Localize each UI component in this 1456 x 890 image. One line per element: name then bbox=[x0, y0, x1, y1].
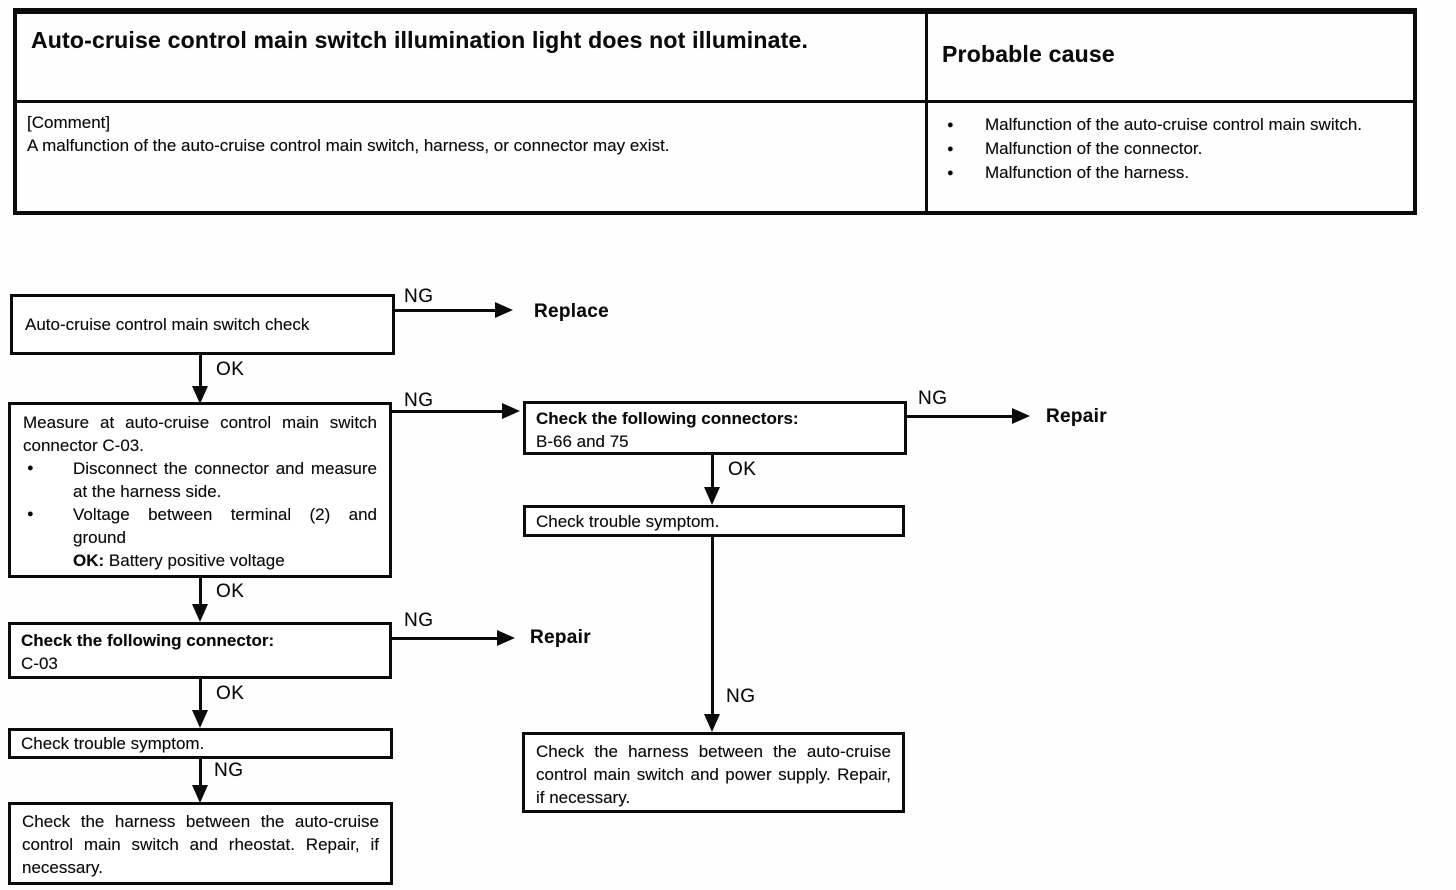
flow-box-check-trouble-right: Check trouble symptom. bbox=[523, 505, 905, 537]
flow-box-title: Check the following connector: bbox=[21, 631, 275, 650]
down-arrowhead-icon bbox=[704, 714, 720, 732]
flow-box-harness-power: Check the harness between the auto-cruis… bbox=[522, 732, 905, 813]
bullet-icon: ● bbox=[947, 119, 954, 131]
probable-cause-header: Probable cause bbox=[942, 41, 1115, 67]
down-arrowhead-icon bbox=[192, 386, 208, 404]
bullet-icon: ● bbox=[27, 508, 34, 520]
flow-box-text: Check the harness between the auto-cruis… bbox=[536, 742, 891, 807]
cause-item: ● Malfunction of the connector. bbox=[935, 137, 1409, 161]
ok-label: OK bbox=[728, 459, 757, 480]
flow-box-text: Check trouble symptom. bbox=[21, 734, 205, 753]
down-arrowhead-icon bbox=[192, 785, 208, 803]
ng-arrow-line bbox=[392, 637, 497, 640]
bullet-icon: ● bbox=[947, 143, 954, 155]
flow-box-text: Measure at auto-cruise control main swit… bbox=[23, 413, 377, 455]
step-text: Voltage between terminal (2) and ground … bbox=[73, 503, 377, 572]
repair-action: Repair bbox=[530, 627, 591, 648]
comment-text: A malfunction of the auto-cruise control… bbox=[27, 136, 670, 155]
bullet-icon: ● bbox=[27, 462, 34, 474]
ng-arrow-line bbox=[907, 415, 1012, 418]
ng-label: NG bbox=[404, 390, 434, 411]
repair-action: Repair bbox=[1046, 406, 1107, 427]
flow-box-check-connector: Check the following connector: C-03 bbox=[8, 622, 392, 679]
down-arrowhead-icon bbox=[192, 710, 208, 728]
flow-box-measure: Measure at auto-cruise control main swit… bbox=[8, 402, 392, 578]
cause-item: ● Malfunction of the auto-cruise control… bbox=[935, 113, 1409, 137]
ng-arrow-line-long bbox=[711, 537, 714, 715]
comment-cell: [Comment] A malfunction of the auto-crui… bbox=[27, 111, 893, 157]
flow-box-value: B-66 and 75 bbox=[536, 432, 629, 451]
ng-label: NG bbox=[918, 388, 948, 409]
ok-spec-label: OK: bbox=[73, 551, 105, 570]
right-arrowhead-icon bbox=[497, 630, 515, 646]
ng-label: NG bbox=[726, 686, 756, 707]
table-row-divider bbox=[17, 100, 1413, 103]
symptom-table: Auto-cruise control main switch illumina… bbox=[13, 8, 1417, 215]
ng-label: NG bbox=[404, 286, 434, 307]
ok-label: OK bbox=[216, 359, 245, 380]
ok-arrow-line bbox=[199, 578, 202, 605]
cause-text: Malfunction of the auto-cruise control m… bbox=[985, 115, 1363, 134]
ng-arrow-line bbox=[392, 410, 502, 413]
flow-box-text: Check trouble symptom. bbox=[536, 511, 720, 531]
right-arrowhead-icon bbox=[502, 403, 520, 419]
flow-box-text: Auto-cruise control main switch check bbox=[25, 315, 310, 334]
ok-spec-line: OK: Battery positive voltage bbox=[73, 549, 377, 572]
right-arrowhead-icon bbox=[495, 302, 513, 318]
ng-arrow-line bbox=[199, 759, 202, 785]
ok-arrow-line bbox=[199, 679, 202, 710]
ng-label: NG bbox=[214, 760, 244, 781]
ng-label: NG bbox=[404, 610, 434, 631]
bullet-icon: ● bbox=[947, 167, 954, 179]
flow-box-title: Check the following connectors: bbox=[536, 409, 799, 428]
down-arrowhead-icon bbox=[192, 604, 208, 622]
step-text: Disconnect the connector and measure at … bbox=[73, 459, 377, 501]
table-column-divider bbox=[925, 14, 928, 211]
comment-label: [Comment] bbox=[27, 113, 111, 132]
right-arrowhead-icon bbox=[1012, 408, 1030, 424]
ok-arrow-line bbox=[711, 455, 714, 487]
symptom-header: Auto-cruise control main switch illumina… bbox=[31, 27, 809, 53]
replace-action: Replace bbox=[534, 301, 609, 322]
flow-box-harness-rheostat: Check the harness between the auto-cruis… bbox=[8, 802, 393, 885]
ok-label: OK bbox=[216, 683, 245, 704]
probable-cause-list: ● Malfunction of the auto-cruise control… bbox=[935, 113, 1409, 185]
cause-text: Malfunction of the connector. bbox=[985, 139, 1203, 158]
measure-step: ● Voltage between terminal (2) and groun… bbox=[11, 503, 381, 572]
flow-box-value: C-03 bbox=[21, 654, 58, 673]
cause-text: Malfunction of the harness. bbox=[985, 163, 1190, 182]
flow-box-check-connectors: Check the following connectors: B-66 and… bbox=[523, 401, 907, 455]
ng-arrow-line bbox=[395, 309, 495, 312]
measure-step: ● Disconnect the connector and measure a… bbox=[11, 457, 381, 503]
flow-box-check-trouble-left: Check trouble symptom. bbox=[8, 728, 393, 759]
down-arrowhead-icon bbox=[704, 487, 720, 505]
flow-box-switch-check: Auto-cruise control main switch check bbox=[10, 294, 395, 355]
cause-item: ● Malfunction of the harness. bbox=[935, 161, 1409, 185]
ok-spec-value: Battery positive voltage bbox=[108, 551, 285, 570]
step-text-main: Voltage between terminal (2) and ground bbox=[73, 505, 377, 547]
ok-label: OK bbox=[216, 581, 245, 602]
flow-box-text: Check the harness between the auto-cruis… bbox=[22, 812, 379, 877]
ok-arrow-line bbox=[199, 355, 202, 386]
